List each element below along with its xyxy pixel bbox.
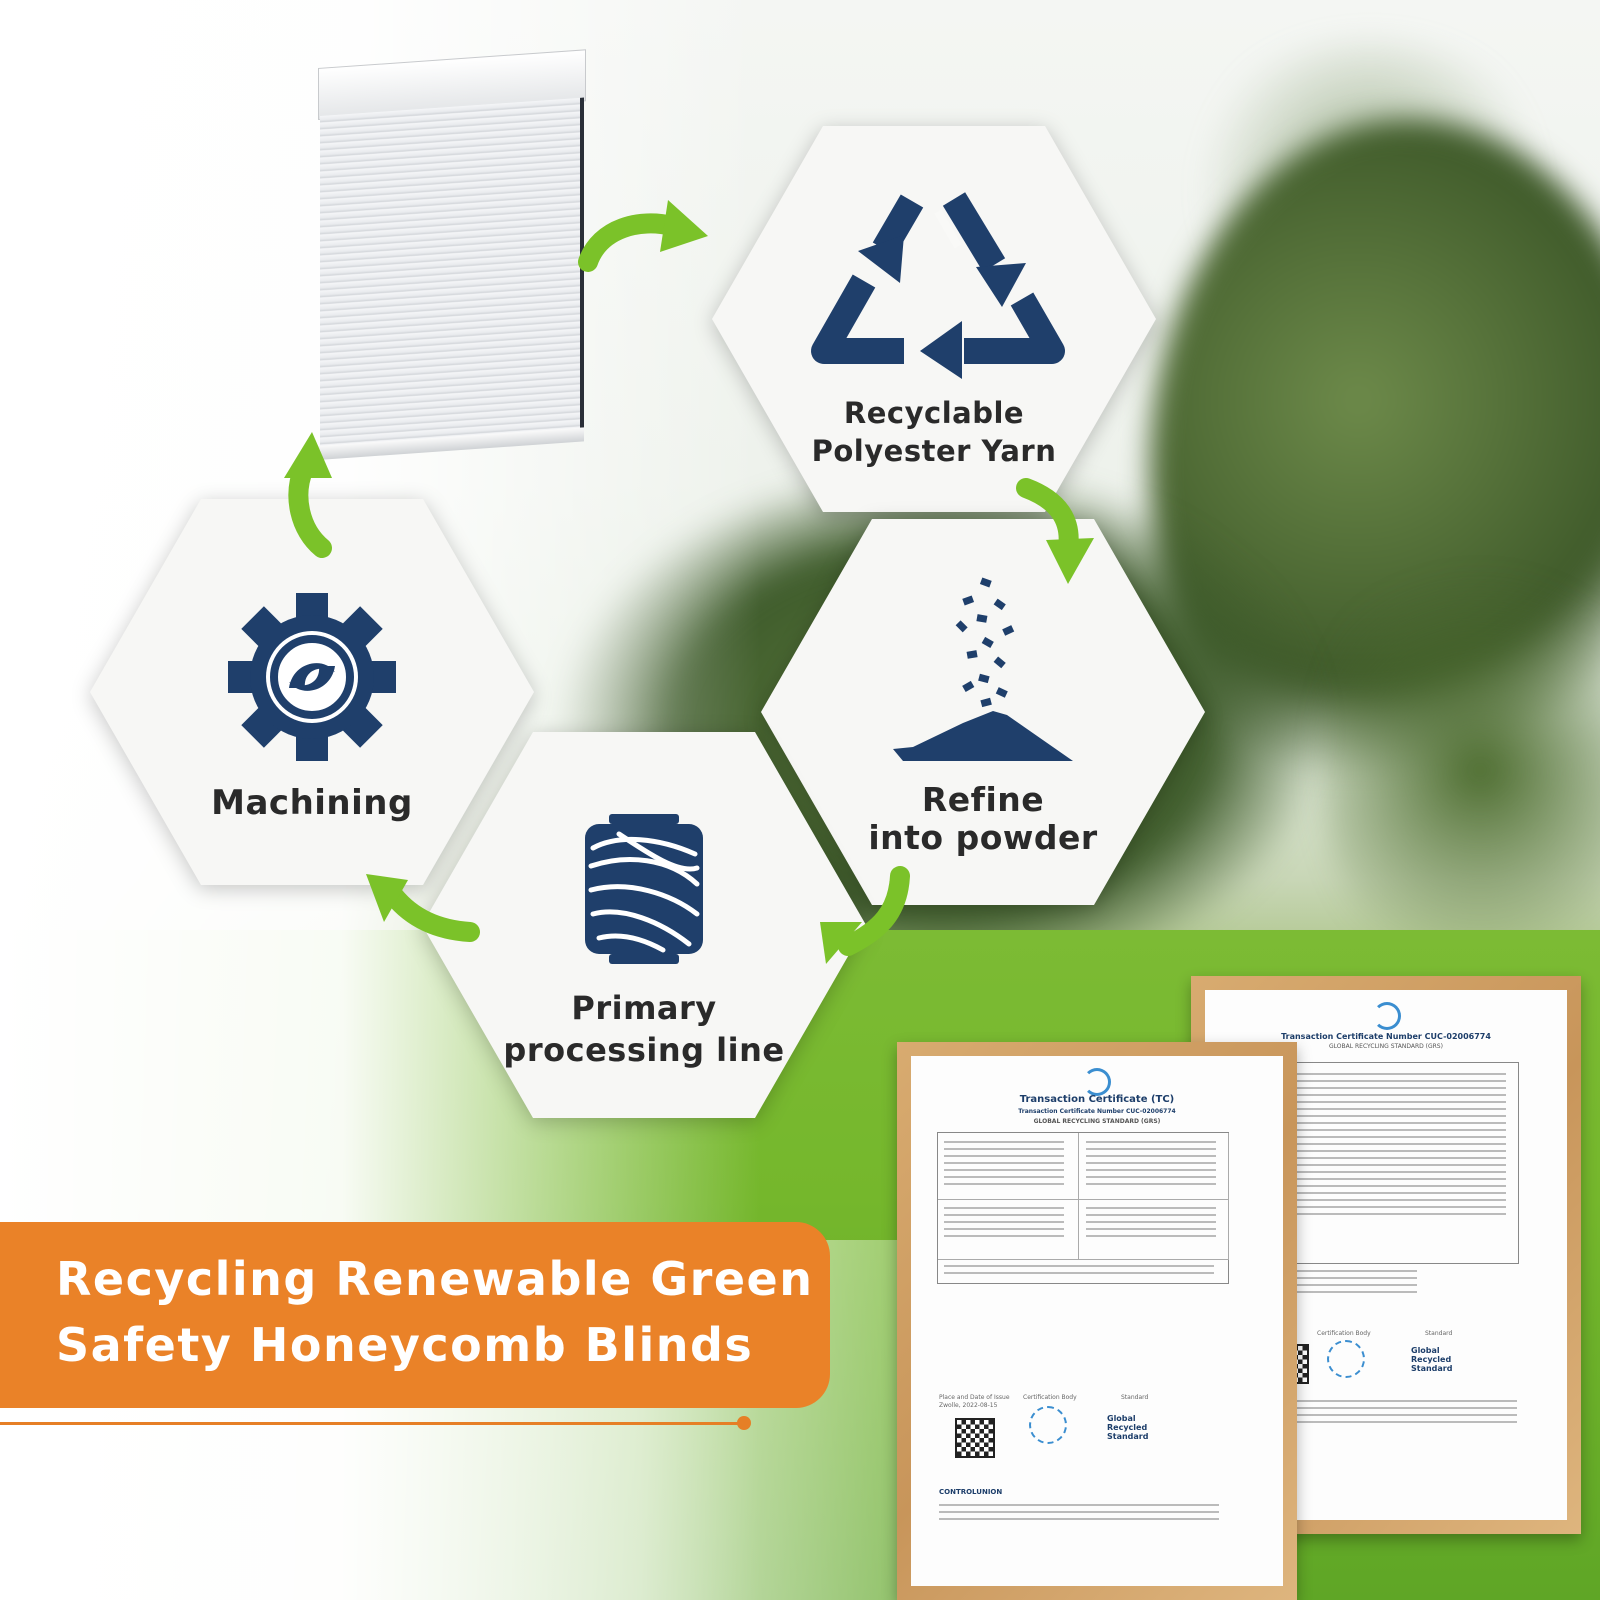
cert-front-footer: CONTROLUNION <box>939 1488 1003 1496</box>
banner-underline-dot <box>737 1416 751 1430</box>
honeycomb-blind-image <box>318 49 586 460</box>
cert-back-number: Transaction Certificate Number CUC-02006… <box>1281 1032 1491 1041</box>
yarn-spool-icon <box>579 814 709 968</box>
cert-front-issue: Zwolle, 2022-08-15 <box>939 1402 998 1409</box>
cert-back-standard: GLOBAL RECYCLING STANDARD (GRS) <box>1329 1043 1443 1050</box>
cert-logo-icon <box>1083 1068 1111 1096</box>
cert-front-standard: GLOBAL RECYCLING STANDARD (GRS) <box>1033 1118 1161 1125</box>
banner-underline <box>0 1422 745 1425</box>
cert-front-standard-label: Standard <box>1121 1394 1149 1401</box>
cert-back-grs-logo: Global Recycled Standard <box>1411 1346 1453 1373</box>
cert-front-body-label: Certification Body <box>1023 1394 1077 1401</box>
certified-seal-icon <box>1327 1340 1365 1378</box>
recycle-label-line1: Recyclable <box>843 396 1025 430</box>
qr-code <box>955 1418 995 1458</box>
cert-front-number: Transaction Certificate Number CUC-02006… <box>1018 1108 1176 1115</box>
step-recyclable-yarn: Recyclable Polyester Yarn <box>712 126 1156 512</box>
cert-back-body-label: Certification Body <box>1317 1330 1371 1337</box>
machining-label: Machining <box>211 783 413 823</box>
step-refine-powder: Refine into powder <box>761 519 1205 905</box>
powder-label-line2: into powder <box>868 818 1098 857</box>
cert-front-place-label: Place and Date of Issue <box>939 1394 1010 1401</box>
cert-front-title: Transaction Certificate (TC) <box>1019 1094 1175 1105</box>
step-machining: Machining <box>90 499 534 885</box>
powder-label-line1: Refine <box>921 780 1045 819</box>
certified-seal-icon <box>1029 1406 1067 1444</box>
certificate-front-frame: Transaction Certificate (TC) Transaction… <box>897 1042 1297 1600</box>
recycle-icon <box>794 171 1074 395</box>
banner-line2: Safety Honeycomb Blinds <box>56 1318 754 1372</box>
processing-label-line1: Primary <box>571 989 717 1027</box>
gear-icon <box>227 592 397 766</box>
banner-line1: Recycling Renewable Green <box>56 1252 814 1306</box>
cert-logo-icon <box>1373 1002 1401 1030</box>
processing-label-line2: processing line <box>503 1031 785 1069</box>
recycle-label-line2: Polyester Yarn <box>811 434 1057 468</box>
step-primary-processing: Primary processing line <box>422 732 866 1118</box>
cert-front-grs-logo: Global Recycled Standard <box>1107 1414 1149 1441</box>
powder-icon <box>883 571 1083 775</box>
cert-back-standard-label: Standard <box>1425 1330 1453 1337</box>
headline-banner: Recycling Renewable Green Safety Honeyco… <box>0 1222 830 1430</box>
